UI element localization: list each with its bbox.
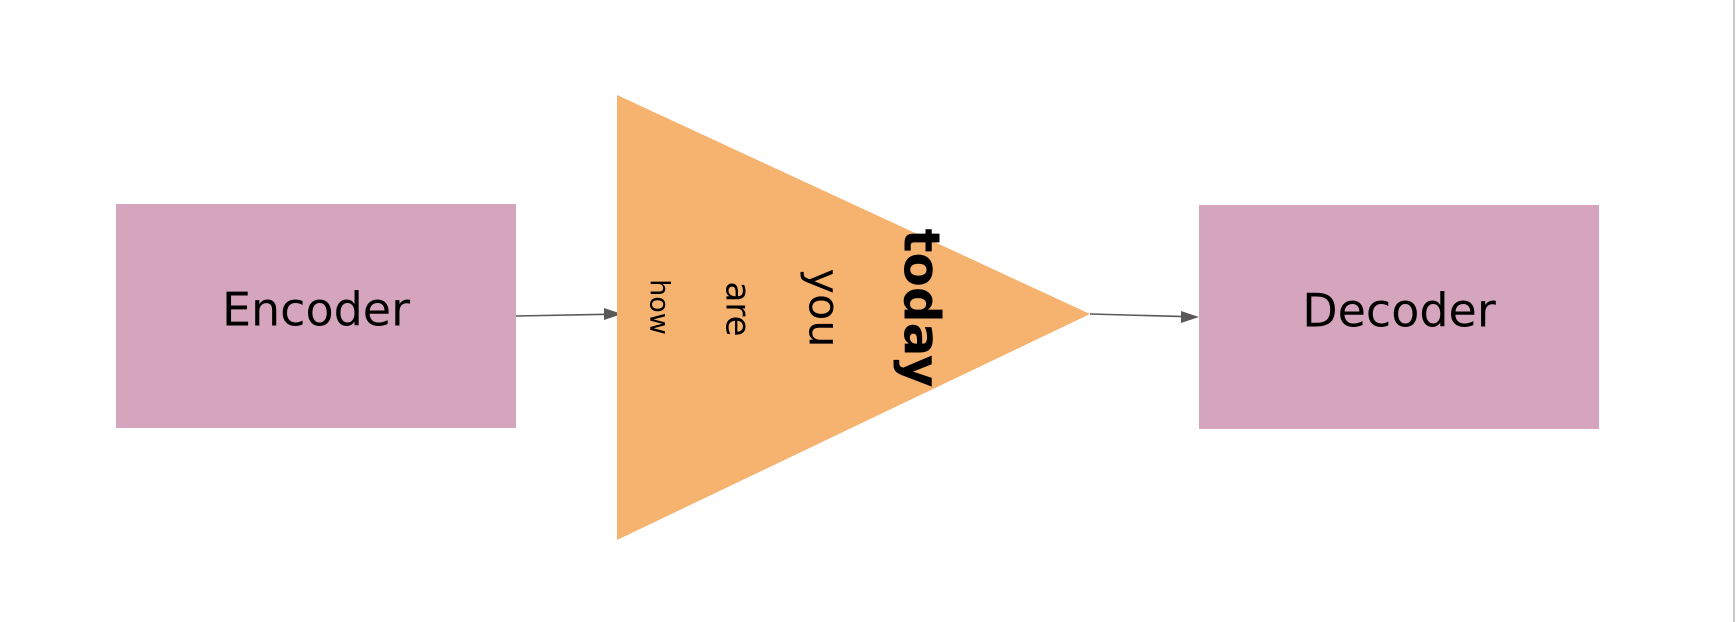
encoder-box <box>116 204 516 428</box>
arrow-line <box>1089 313 1185 318</box>
attention-word-are: are <box>718 282 758 337</box>
decoder-box <box>1199 205 1599 429</box>
arrow-encoder-to-attention <box>515 308 622 320</box>
decoder-label: Decoder <box>1302 284 1496 338</box>
decoder-node: Decoder <box>1199 205 1599 429</box>
arrow-head <box>1181 311 1199 323</box>
attention-triangle <box>617 95 1090 540</box>
encoder-node: Encoder <box>116 204 516 428</box>
attention-word-today: today <box>893 229 951 388</box>
arrow-attention-to-decoder <box>1089 311 1199 323</box>
arrow-head <box>604 308 622 320</box>
attention-node: how are you today <box>617 95 1090 540</box>
encoder-label: Encoder <box>222 283 410 337</box>
attention-word-how: how <box>644 279 675 335</box>
arrow-line <box>515 313 607 317</box>
attention-word-you: you <box>799 268 849 347</box>
